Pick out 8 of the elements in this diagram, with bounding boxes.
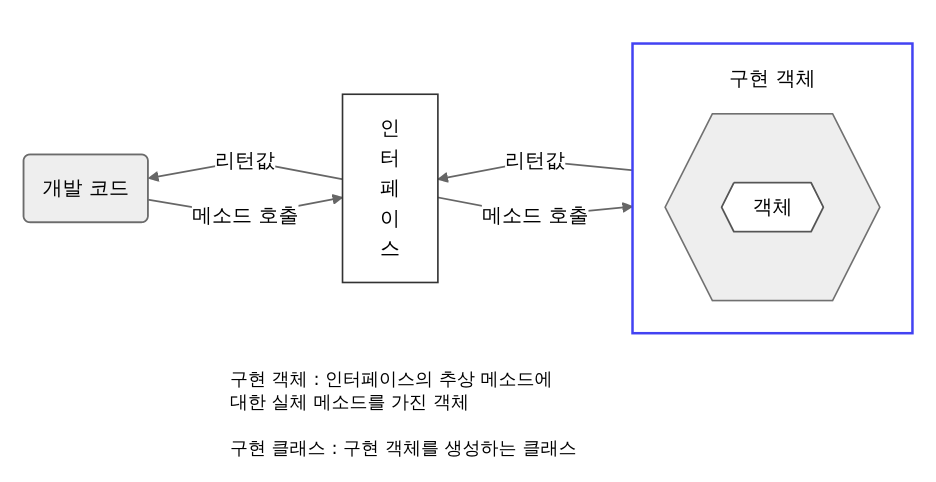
edge-label: 메소드 호출 xyxy=(482,202,589,227)
edge-label: 리턴값 xyxy=(215,148,276,172)
node-box: 인터페이스 xyxy=(342,92,439,283)
note-text: 구현 클래스 : 구현 객체를 생성하는 클래스 xyxy=(230,436,578,460)
cluster xyxy=(664,112,881,301)
edge-label: 리턴값 xyxy=(505,148,566,172)
note-text: 구현 객체 : 인터페이스의 추상 메소드에 대한 실체 메소드를 가진 객체 xyxy=(230,368,554,415)
edge-label: 메소드 호출 xyxy=(192,202,299,227)
